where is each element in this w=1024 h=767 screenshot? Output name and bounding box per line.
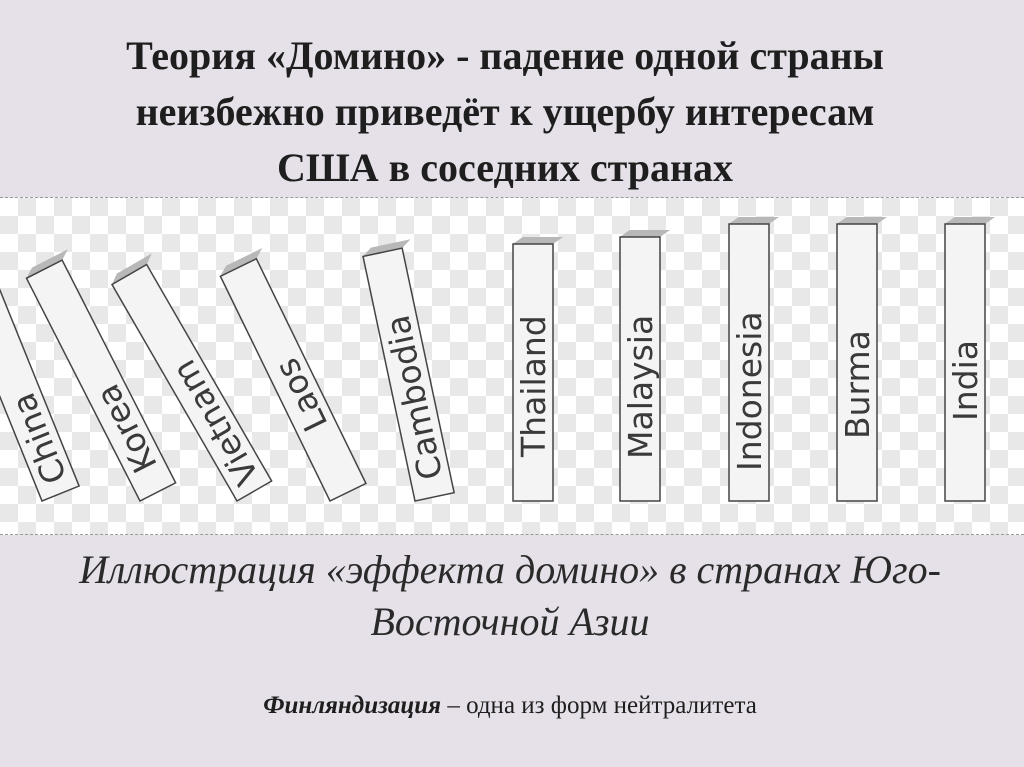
domino-label-laos: Laos [267,352,335,437]
domino-label-indonesia: Indonesia [730,311,769,471]
note-term: Финляндизация [263,692,442,719]
domino-india: India [944,217,995,502]
domino-label-burma: Burma [838,330,877,439]
domino-label-thailand: Thailand [514,315,553,458]
domino-indonesia: Indonesia [728,217,779,502]
domino-label-korea: Korea [88,378,165,479]
slide-title: Теория «Домино» - падение одной страны н… [90,28,920,196]
domino-label-malaysia: Malaysia [621,315,660,459]
title-rest: - падение одной страны неизбежно приведё… [135,33,884,190]
domino-label-china: China [3,387,74,489]
domino-label-india: India [946,340,985,421]
domino-cambodia: Cambodia [362,239,456,502]
domino-malaysia: Malaysia [619,230,670,502]
title-bold: «Домино» [265,33,447,78]
domino-label-cambodia: Cambodia [378,312,451,483]
figure-caption: Иллюстрация «эффекта домино» в странах Ю… [79,547,941,644]
domino-illustration: China Korea Vietnam Laos [0,197,1024,535]
finlandization-note: Финляндизация – одна из форм нейтралитет… [60,692,960,720]
domino-svg: China Korea Vietnam Laos [0,217,995,503]
domino-burma: Burma [836,217,887,502]
domino-label-vietnam: Vietnam [164,353,267,492]
title-prefix: Теория [126,33,266,78]
note-rest: – одна из форм нейтралитета [441,692,757,719]
domino-thailand: Thailand [512,237,563,502]
